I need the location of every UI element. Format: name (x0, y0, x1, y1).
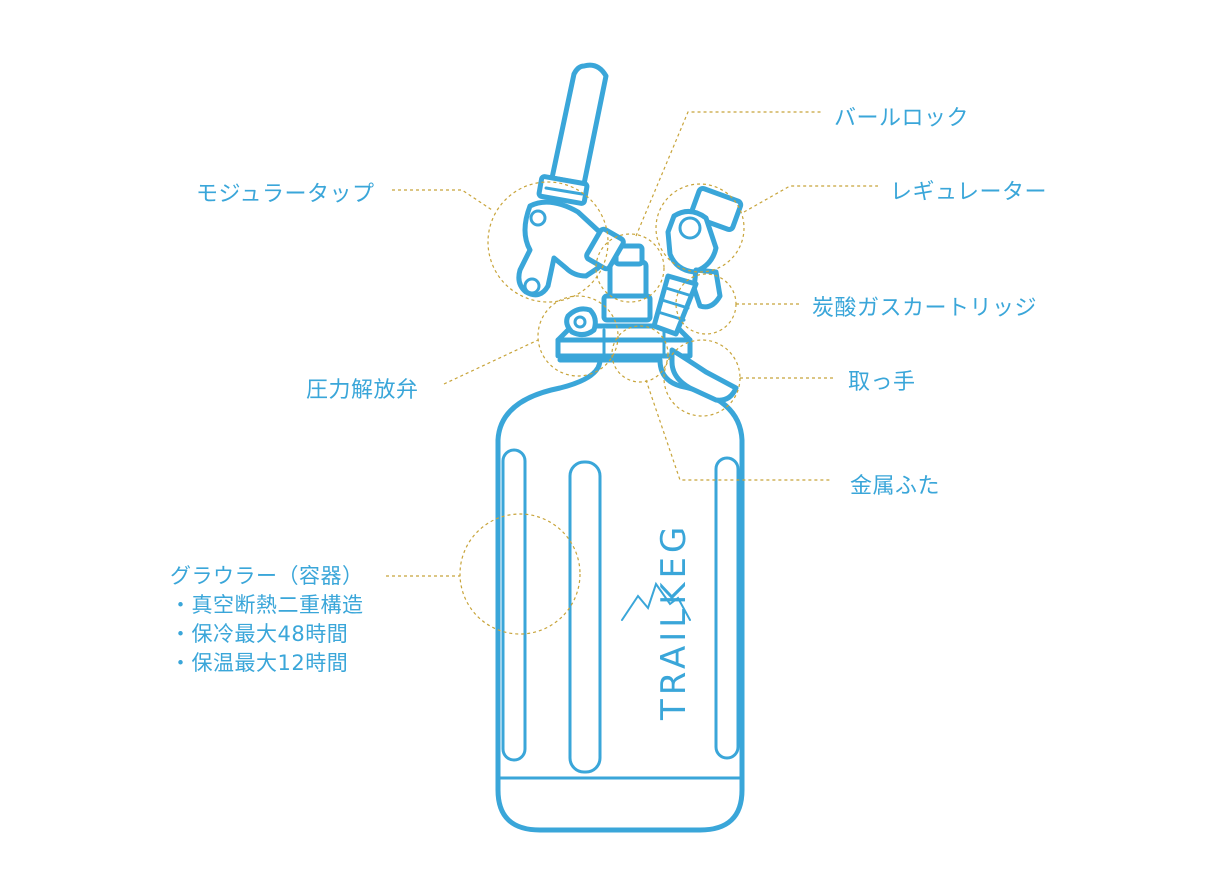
growler-body: TRAILKEG (495, 357, 745, 833)
growler-feature: 保冷最大48時間 (170, 620, 364, 649)
brand-logo-text: TRAILKEG (654, 523, 694, 721)
handle (669, 347, 739, 403)
growler-title: グラウラー（容器） (170, 564, 364, 588)
callout-ball-lock (595, 233, 665, 303)
label-handle: 取っ手 (848, 370, 916, 395)
co2-cartridge (651, 273, 699, 337)
modular-tap (516, 62, 626, 298)
callout-growler (459, 513, 581, 635)
callout-pressure-valve (537, 295, 619, 377)
leader-metal-lid (645, 379, 830, 481)
leader-pressure-valve (443, 339, 539, 385)
label-pressure-valve: 圧力解放弁 (306, 378, 419, 403)
growler-feature: 真空断熱二重構造 (170, 591, 364, 620)
label-co2-cartridge: 炭酸ガスカートリッジ (812, 296, 1038, 321)
label-modular-tap: モジュラータップ (196, 182, 375, 207)
growler-feature: 保温最大12時間 (170, 649, 364, 678)
ball-lock-connector (601, 243, 653, 323)
callout-regulator (655, 183, 745, 273)
callout-metal-lid (611, 325, 669, 383)
label-regulator: レギュレーター (890, 180, 1048, 205)
pressure-relief-valve (564, 306, 598, 338)
leader-modular-tap (392, 189, 493, 211)
leader-ball-lock (635, 111, 822, 237)
growler-description: グラウラー（容器） 真空断熱二重構造 保冷最大48時間 保温最大12時間 (170, 562, 364, 678)
callout-modular-tap (487, 181, 609, 303)
regulator (665, 186, 744, 310)
leader-regulator (743, 185, 878, 213)
label-ball-lock: バールロック (834, 106, 970, 131)
label-metal-lid: 金属ふた (850, 474, 941, 499)
